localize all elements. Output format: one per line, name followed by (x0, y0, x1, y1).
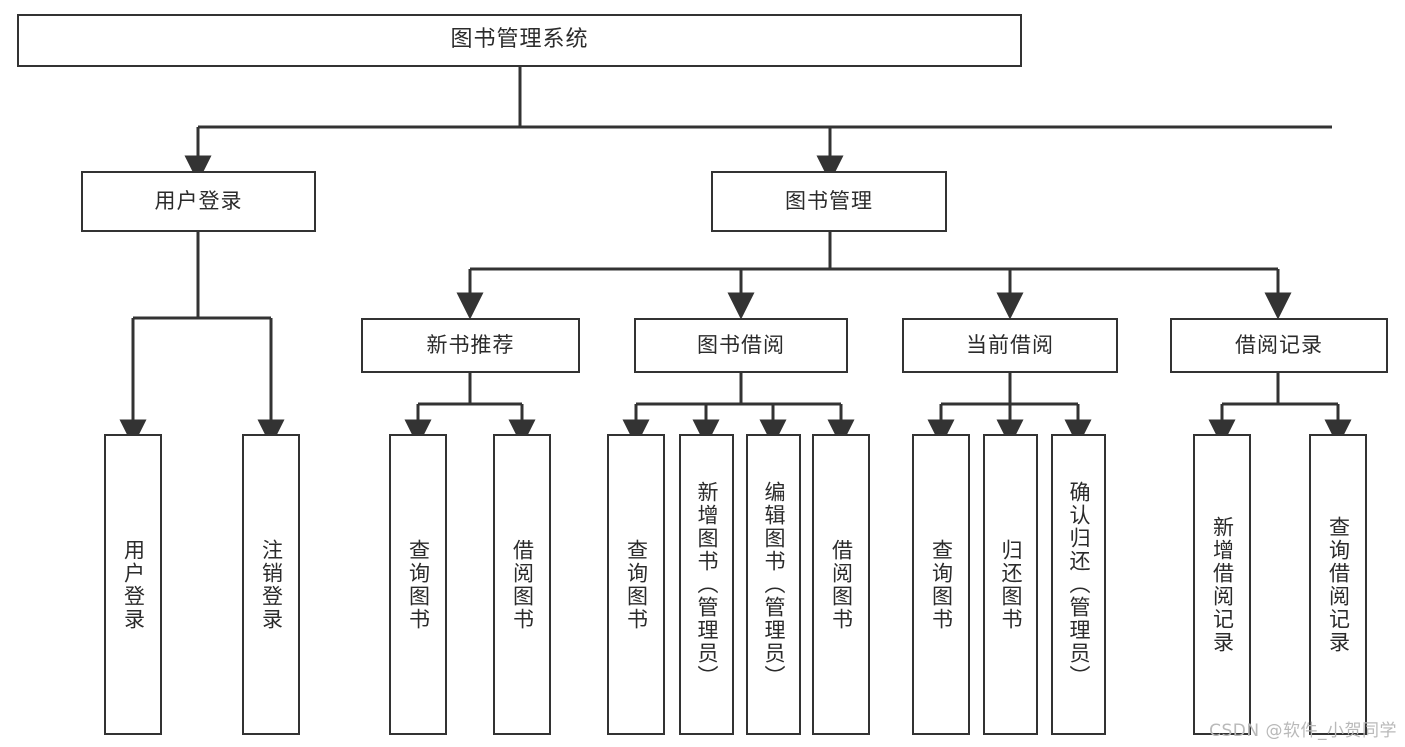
node-new-book-recommendation[interactable]: 新书推荐 (361, 318, 580, 373)
node-root-book-management-system[interactable]: 图书管理系统 (17, 14, 1022, 67)
leaf-edit-book-admin[interactable]: 编辑图书（管理员） (746, 434, 801, 735)
leaf-add-book-admin[interactable]: 新增图书（管理员） (679, 434, 734, 735)
leaf-add-borrow-record[interactable]: 新增借阅记录 (1193, 434, 1251, 735)
leaf-confirm-return-admin[interactable]: 确认归还（管理员） (1051, 434, 1106, 735)
leaf-query-books-current[interactable]: 查询图书 (912, 434, 970, 735)
leaf-query-books-borrow[interactable]: 查询图书 (607, 434, 665, 735)
leaf-return-books[interactable]: 归还图书 (983, 434, 1038, 735)
node-borrowing-record[interactable]: 借阅记录 (1170, 318, 1388, 373)
leaf-borrow-books[interactable]: 借阅图书 (812, 434, 870, 735)
leaf-query-borrow-record[interactable]: 查询借阅记录 (1309, 434, 1367, 735)
node-book-management[interactable]: 图书管理 (711, 171, 947, 232)
node-user-login[interactable]: 用户登录 (81, 171, 316, 232)
node-current-borrowing[interactable]: 当前借阅 (902, 318, 1118, 373)
leaf-logout[interactable]: 注销登录 (242, 434, 300, 735)
leaf-borrow-books-new-book[interactable]: 借阅图书 (493, 434, 551, 735)
node-book-borrowing[interactable]: 图书借阅 (634, 318, 848, 373)
leaf-query-books-new-book[interactable]: 查询图书 (389, 434, 447, 735)
leaf-user-login[interactable]: 用户登录 (104, 434, 162, 735)
csdn-watermark: CSDN @软件_小贺同学 (1209, 721, 1397, 741)
